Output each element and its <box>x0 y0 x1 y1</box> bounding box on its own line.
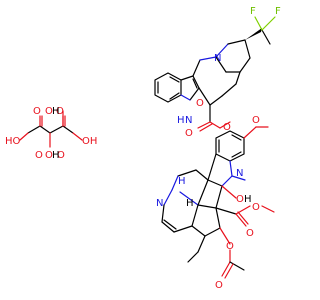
vindoline-fragment: N H O H N H O O O O <box>156 153 275 291</box>
ring-hydrogen-label: H <box>178 176 186 187</box>
hydroxyl-oxygen-label: O <box>45 106 53 117</box>
hydroxyl-hydrogen-label: H <box>52 106 60 117</box>
carboxyl-oxygen-label: O <box>33 106 41 117</box>
hydroxyl-hydrogen-label: H <box>52 150 60 161</box>
fluorine-label: F <box>250 6 256 17</box>
hydroxyl-oxygen-label: O <box>45 150 53 161</box>
methoxy-oxygen-label: O <box>252 115 260 126</box>
hydroxyl-label: OH <box>82 136 97 147</box>
carboxyl-oxygen-label: O <box>35 150 43 161</box>
hydroxyl-oxygen-label: O <box>236 194 244 205</box>
ring-nitrogen-label: N <box>156 198 163 209</box>
ester-carbonyl-oxygen-label: O <box>246 228 254 239</box>
linker-ester-fragment: O O O <box>185 104 269 162</box>
indole-nitrogen-label: N <box>185 115 192 126</box>
carboxyl-oxygen-label: O <box>57 150 65 161</box>
acetate-carbonyl-oxygen-label: O <box>215 280 223 291</box>
ring-hydrogen-label: H <box>186 198 194 209</box>
tartaric-acid-structure: O O O H HO OH O O O H <box>5 106 97 161</box>
ring-oxygen-label: O <box>196 98 204 109</box>
ester-oxygen-label: O <box>252 202 260 213</box>
fluorine-label: F <box>275 6 281 17</box>
ester-oxygen-label: O <box>223 122 231 133</box>
n-methyl-nitrogen-label: N <box>236 168 243 179</box>
carbonyl-oxygen-label: O <box>185 128 193 139</box>
hydroxyl-label: HO <box>5 136 21 147</box>
indole-hydrogen-label: H <box>177 115 185 126</box>
carboxyl-oxygen-label: O <box>56 106 64 117</box>
hydroxyl-hydrogen-label: H <box>244 194 252 205</box>
molecular-structure-diagram: O O O H HO OH O O O H <box>5 6 281 291</box>
indole-azocine-fragment: F F N N H <box>154 6 281 126</box>
nitrogen-label: N <box>214 53 221 64</box>
acetate-oxygen-label: O <box>226 241 234 252</box>
